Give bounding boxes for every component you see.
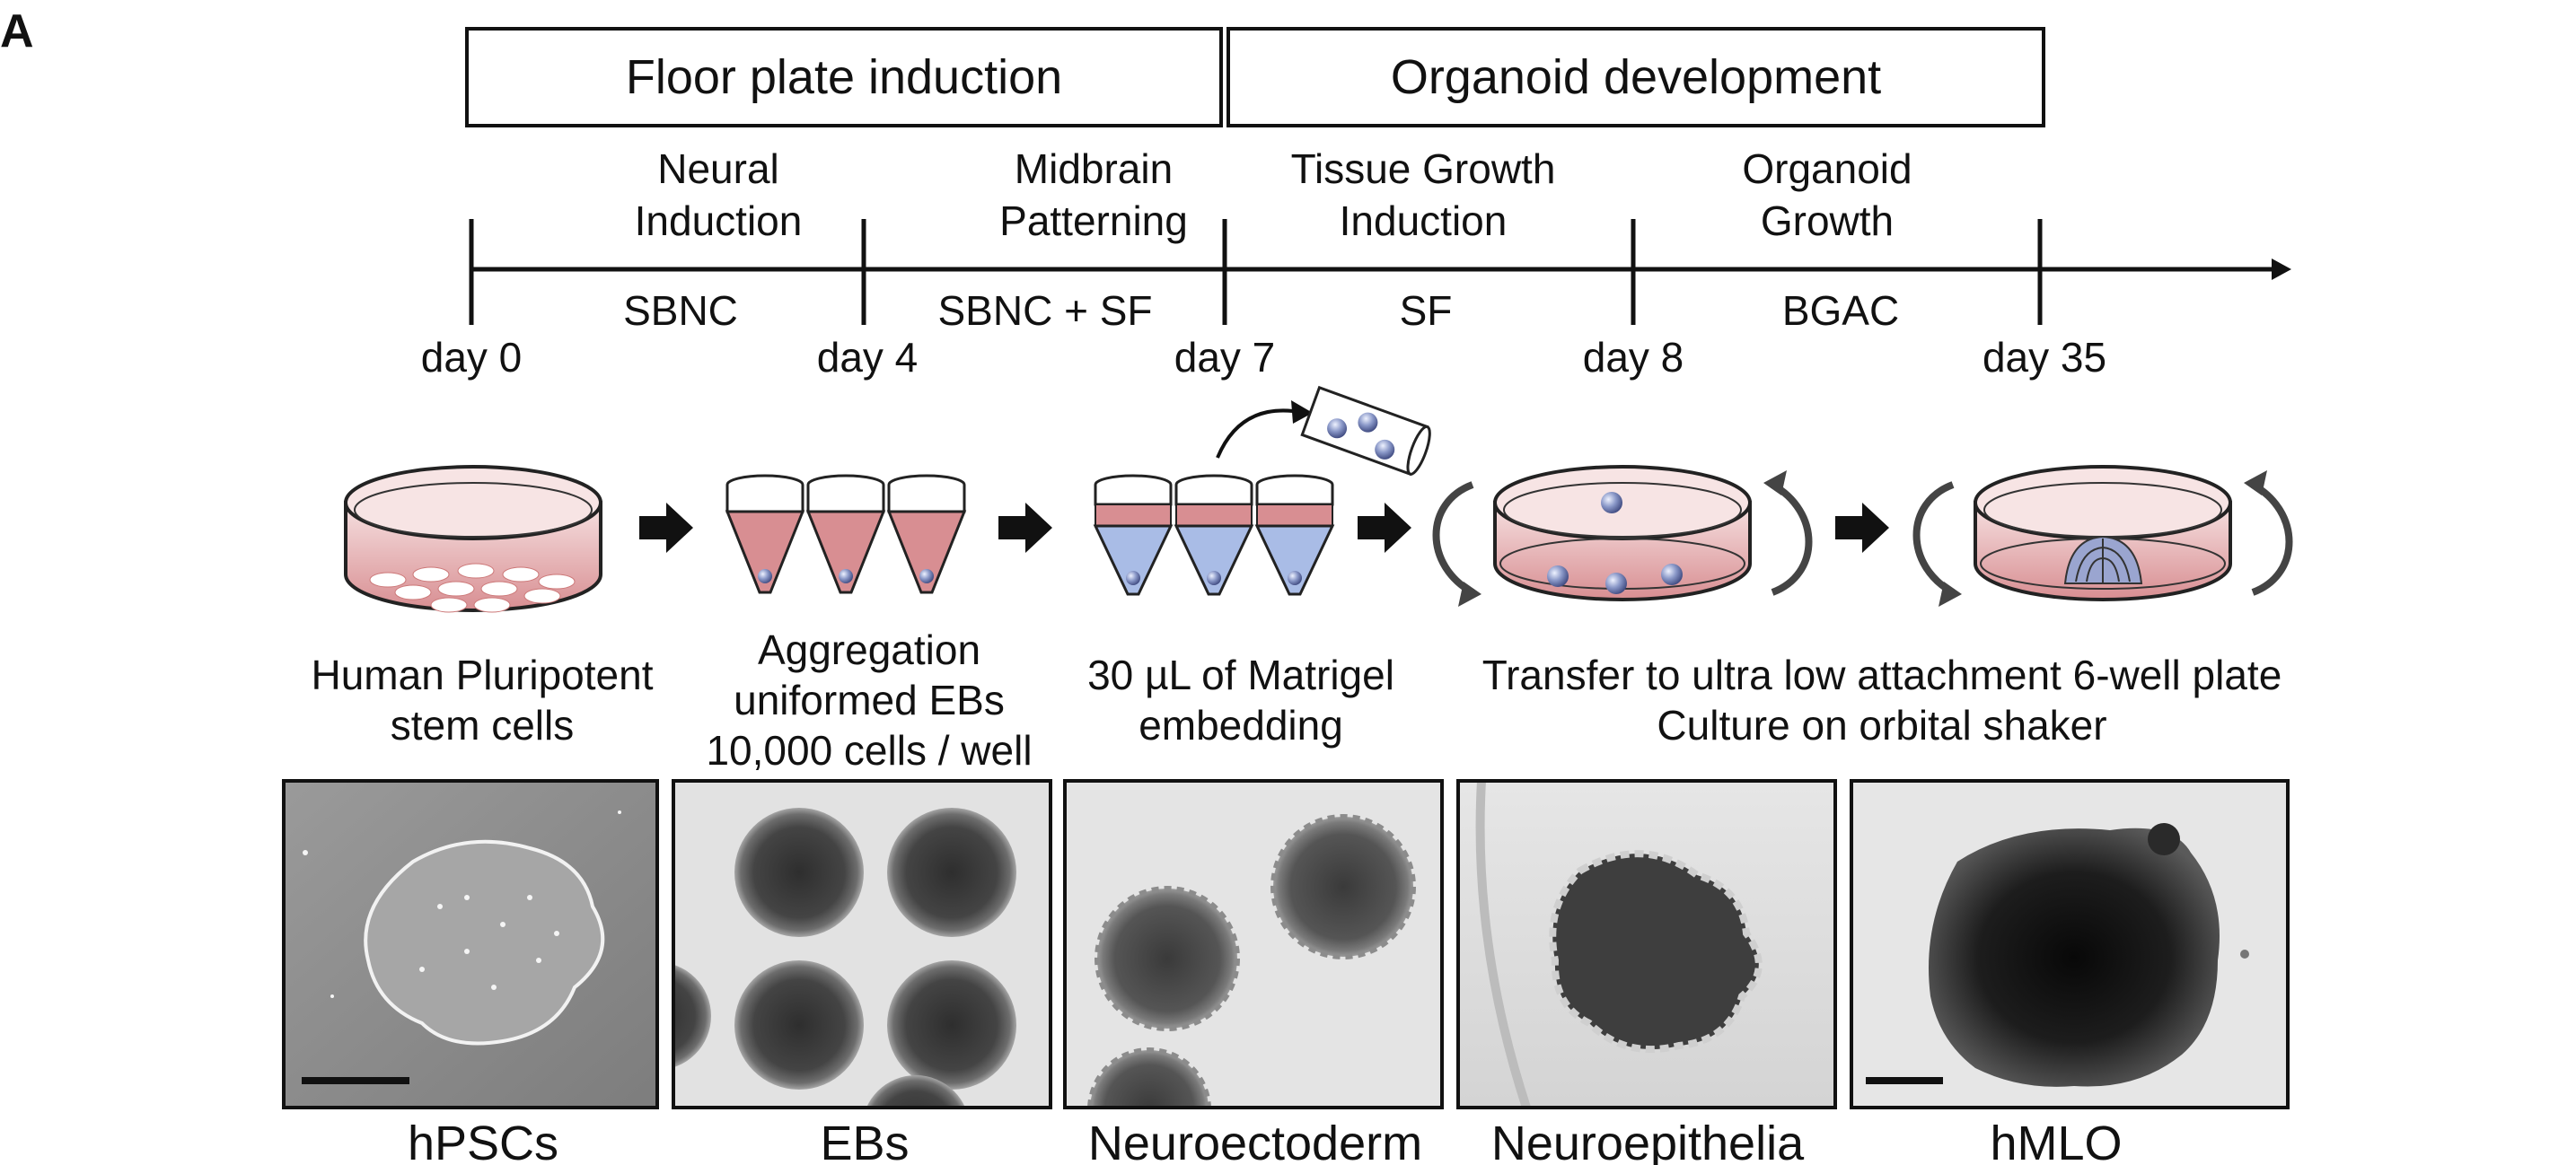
neuroectoderm-sphere xyxy=(1270,814,1416,959)
stage-label: Tissue Growth xyxy=(1291,145,1556,192)
stage-label: Growth xyxy=(1761,197,1894,244)
step-descriptions: Human Pluripotent stem cells Aggregation… xyxy=(312,626,2282,774)
colony-shape xyxy=(364,839,605,1046)
orbital-dish-illustration xyxy=(1432,465,1813,607)
eb-sphere xyxy=(734,960,864,1090)
organoid-cell xyxy=(1547,565,1569,587)
rotation-arrowhead xyxy=(2244,470,2267,495)
organoid-icon xyxy=(2063,535,2143,584)
scale-bar xyxy=(302,1077,409,1084)
medium-label: SBNC + SF xyxy=(937,287,1152,334)
organoid-cell xyxy=(1601,492,1622,513)
stage-label: Induction xyxy=(1340,197,1508,244)
neuroectoderm-sphere xyxy=(1095,886,1240,1031)
phase-label: Floor plate induction xyxy=(626,50,1062,104)
step-arrow xyxy=(1835,503,1889,553)
step-text: Human Pluripotent xyxy=(312,652,654,698)
timeline: Neural Induction Midbrain Patterning Tis… xyxy=(421,145,2291,381)
panel-letter: A xyxy=(0,5,34,57)
rotation-arrow xyxy=(1432,481,1475,596)
neuroectoderm-sphere xyxy=(1087,1047,1211,1108)
day-label: day 0 xyxy=(421,334,523,381)
medium-label: BGAC xyxy=(1782,287,1899,334)
transfer-arrow xyxy=(1216,408,1294,459)
neuroepithelia-organoid xyxy=(1549,850,1763,1054)
phase-floor-plate: Floor plate induction xyxy=(465,27,1223,127)
caption-neuroepithelia: Neuroepithelia xyxy=(1491,1117,1805,1165)
step-text: Aggregation xyxy=(758,626,980,673)
caption-neuroectoderm: Neuroectoderm xyxy=(1088,1117,1422,1165)
stage-label: Midbrain xyxy=(1015,145,1173,192)
eb-sphere xyxy=(887,960,1016,1090)
rotation-arrow xyxy=(1912,481,1956,596)
caption-ebs: EBs xyxy=(820,1117,909,1165)
step-arrow xyxy=(998,503,1052,553)
well xyxy=(1254,474,1335,596)
day-label: day 7 xyxy=(1174,334,1276,381)
eb-sphere xyxy=(887,808,1016,937)
micrograph-hpscs xyxy=(282,779,659,1109)
medium-label: SF xyxy=(1400,287,1453,334)
medium-label: SBNC xyxy=(623,287,738,334)
well xyxy=(886,474,967,594)
organoid-cell xyxy=(1661,564,1683,585)
rotation-arrowhead xyxy=(1763,470,1787,495)
step-text: 30 µL of Matrigel xyxy=(1087,652,1394,698)
stage-label: Neural xyxy=(657,145,779,192)
eb-sphere xyxy=(673,964,711,1068)
well xyxy=(725,474,805,594)
caption-hmlo: hMLO xyxy=(1990,1117,2122,1165)
well xyxy=(1174,474,1254,596)
step-arrow xyxy=(1358,503,1411,553)
eb-sphere xyxy=(866,1075,965,1108)
phase-label: Organoid development xyxy=(1391,50,1881,104)
colony-speckles xyxy=(303,810,621,998)
day-label: day 8 xyxy=(1583,334,1684,381)
micrograph-ebs xyxy=(672,779,1052,1109)
step-text: uniformed EBs xyxy=(734,677,1005,723)
stem-cell-colonies xyxy=(369,563,576,613)
phase-organoid-development: Organoid development xyxy=(1226,27,2045,127)
stage-label: Induction xyxy=(635,197,803,244)
day-label: day 4 xyxy=(817,334,919,381)
micrograph-hmlo xyxy=(1850,779,2290,1109)
culture-dish-illustration xyxy=(344,465,602,613)
step-text: Transfer to ultra low attachment 6-well … xyxy=(1482,652,2282,698)
micrograph-neuroectoderm xyxy=(1063,779,1444,1109)
step-arrow xyxy=(639,503,693,553)
well xyxy=(1093,474,1174,596)
step-text: Culture on orbital shaker xyxy=(1657,702,2106,749)
scale-bar xyxy=(1866,1077,1943,1084)
caption-hpscs: hPSCs xyxy=(408,1117,558,1165)
transfer-arrowhead xyxy=(1291,400,1313,424)
well xyxy=(805,474,886,594)
tube-illustration xyxy=(1300,385,1431,477)
rotation-arrow xyxy=(2250,481,2293,596)
organoid-cell xyxy=(1605,573,1627,594)
eb-sphere xyxy=(734,808,864,937)
rotation-arrow xyxy=(1770,481,1813,596)
day-label: day 35 xyxy=(1983,334,2106,381)
matrigel-wells-illustration xyxy=(1093,385,1431,596)
rotation-arrowhead xyxy=(1458,582,1481,607)
step-text: 10,000 cells / well xyxy=(706,727,1032,774)
micrograph-captions: hPSCs EBs Neuroectoderm Neuroepithelia h… xyxy=(408,1117,2123,1165)
stage-label: Organoid xyxy=(1742,145,1912,192)
timeline-arrowhead xyxy=(2272,258,2291,280)
micrograph-neuroepithelia xyxy=(1456,779,1837,1109)
hmlo-organoid xyxy=(1929,828,2220,1087)
aggregation-wells-illustration xyxy=(725,474,967,594)
rotation-arrowhead xyxy=(1939,582,1962,607)
step-text: stem cells xyxy=(391,702,574,749)
stage-label: Patterning xyxy=(999,197,1188,244)
organoid-dish-illustration xyxy=(1912,465,2293,607)
step-text: embedding xyxy=(1139,702,1343,749)
